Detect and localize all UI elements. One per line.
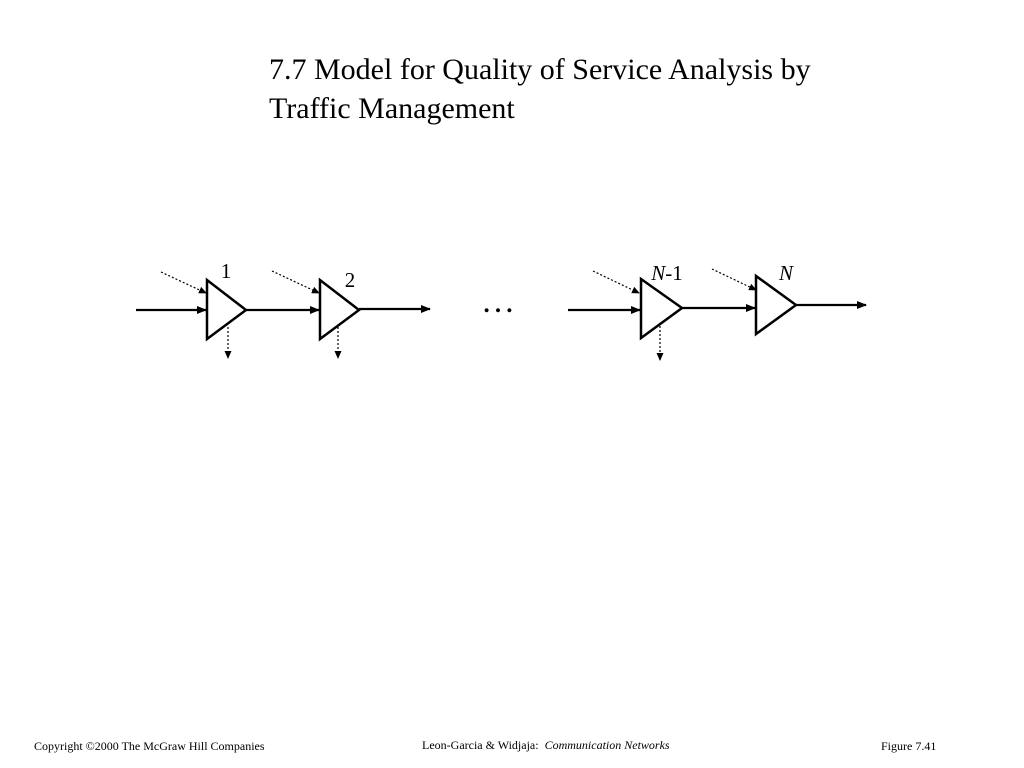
queue-triangle-node-2 xyxy=(318,277,362,342)
node-label-n-minus-1: N-1 xyxy=(650,261,683,285)
queue-triangle-node-1 xyxy=(205,277,249,342)
queue-node-n: N xyxy=(682,261,867,337)
slide-title: 7.7 Model for Quality of Service Analysi… xyxy=(269,50,969,128)
footer-book-title: Communication Networks xyxy=(544,738,670,752)
node-label-1: 1 xyxy=(221,259,232,283)
external-arrival-arrow-node-n-minus-1 xyxy=(592,270,640,294)
slide-title-line-2: Traffic Management xyxy=(269,92,515,125)
external-arrival-arrow-node-2 xyxy=(271,270,320,294)
footer-copyright: Copyright ©2000 The McGraw Hill Companie… xyxy=(34,739,265,753)
ellipsis: … xyxy=(481,283,515,320)
footer-figure-number: Figure 7.41 xyxy=(881,739,937,753)
external-arrival-arrow-node-1 xyxy=(160,271,207,294)
queue-triangle-node-n-minus-1 xyxy=(639,276,685,341)
queue-node-n-minus-1: N-1 xyxy=(568,261,685,361)
node-label-n: N xyxy=(778,261,794,285)
queue-triangle-node-n xyxy=(754,273,799,337)
slide-title-line-1: 7.7 Model for Quality of Service Analysi… xyxy=(269,53,811,86)
node-label-2: 2 xyxy=(345,268,356,292)
queue-node-1: 1 xyxy=(136,259,249,359)
footer-authors: Leon-Garcia & Widjaja: xyxy=(422,738,539,752)
queue-node-2: 2 xyxy=(246,268,431,359)
external-arrival-arrow-node-n xyxy=(711,268,757,291)
footer-citation: Leon-Garcia & Widjaja: Communication Netw… xyxy=(422,738,670,753)
